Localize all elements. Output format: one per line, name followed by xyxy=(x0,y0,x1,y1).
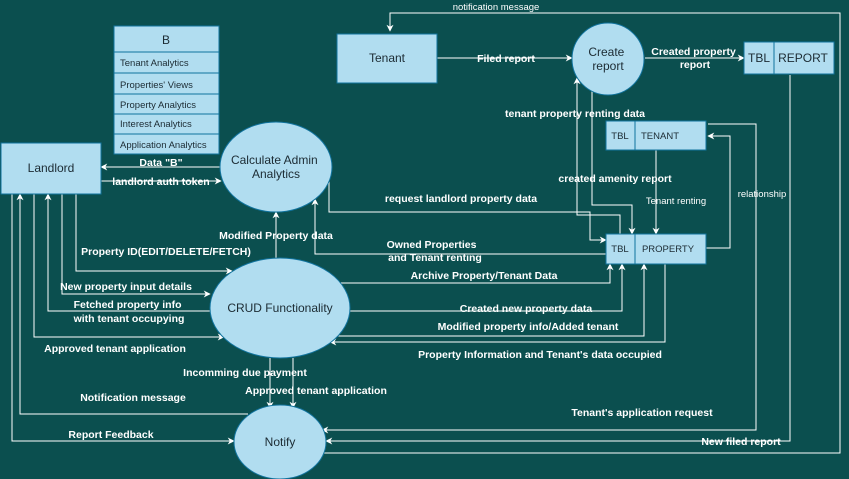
label-filed-report: Filed report xyxy=(477,53,535,65)
tbl-property-prefix: TBL xyxy=(611,244,628,255)
calculate-line-2: Analytics xyxy=(252,167,300,181)
calculate-analytics-label: Calculate Admin Analytics xyxy=(231,153,321,181)
tbl-tenant-name: TENANT xyxy=(641,131,679,142)
edge-property-id xyxy=(75,194,233,275)
label-approved-tenant-app: Approved tenant application xyxy=(245,385,387,397)
label-modified-property-data: Modified Property data xyxy=(219,230,333,242)
label-owned-properties: Owned Properties and Tenant renting xyxy=(387,239,482,264)
notify-label: Notify xyxy=(265,435,296,449)
tbl-report-store[interactable] xyxy=(743,41,835,75)
label-created-amenity-report: created amenity report xyxy=(558,173,672,185)
tbl-tenant-store[interactable] xyxy=(605,120,707,151)
crud-label: CRUD Functionality xyxy=(227,301,332,315)
edge-notification-top xyxy=(324,12,841,454)
label-notification-top: notification message xyxy=(453,2,540,13)
label-fetched-property-1: Fetched property info xyxy=(74,299,182,311)
label-owned-properties-1: Owned Properties xyxy=(387,239,477,251)
analytics-item-4-box xyxy=(113,133,220,155)
label-owned-properties-2: and Tenant renting xyxy=(388,252,482,264)
analytics-list-header-box xyxy=(113,25,220,53)
label-approved-tenant-app-left: Approved tenant application xyxy=(44,343,186,355)
tbl-report-prefix: TBL xyxy=(748,51,770,65)
label-created-new-property: Created new property data xyxy=(460,303,593,315)
tbl-property-store[interactable] xyxy=(605,233,707,265)
landlord-label: Landlord xyxy=(28,161,75,175)
label-incoming-due: Incomming due payment xyxy=(183,367,307,379)
edge-notification-message xyxy=(16,193,248,415)
analytics-item-1: Properties' Views xyxy=(120,80,193,91)
label-created-property-report-1: Created property xyxy=(651,46,736,58)
edge-property-information xyxy=(329,264,666,346)
label-new-filed-report: New filed report xyxy=(701,436,781,448)
label-tenant-application-request: Tenant's application request xyxy=(571,407,713,419)
edge-archive xyxy=(338,263,614,284)
calculate-line-1: Calculate Admin xyxy=(231,153,318,167)
label-created-property-report: Created property report xyxy=(651,46,739,71)
label-data-b: Data "B" xyxy=(139,157,182,169)
tenant-label: Tenant xyxy=(369,51,406,65)
analytics-item-3: Interest Analytics xyxy=(120,119,192,130)
label-relationship: relationship xyxy=(738,189,787,200)
label-tenant-property-renting-data: tenant property renting data xyxy=(505,108,645,120)
create-report-line-2: report xyxy=(592,59,624,73)
landlord-entity[interactable] xyxy=(0,142,102,195)
edge-new-property-input xyxy=(61,194,211,298)
tbl-property-name: PROPERTY xyxy=(642,244,695,255)
tenant-entity[interactable] xyxy=(336,33,438,84)
analytics-item-2: Property Analytics xyxy=(120,100,196,111)
edge-fetched-property xyxy=(44,193,210,312)
create-report-label: Create report xyxy=(588,45,627,73)
edge-report-feedback xyxy=(11,194,235,445)
label-archive: Archive Property/Tenant Data xyxy=(411,270,558,282)
label-fetched-property: Fetched property info with tenant occupy… xyxy=(73,299,185,325)
edge-approved-tenant-app-left xyxy=(33,194,225,341)
nodes: Tenant Landlord Create report Calculate … xyxy=(0,22,835,479)
edge-request-landlord-property-data xyxy=(328,175,607,244)
calculate-analytics-process[interactable] xyxy=(219,121,333,213)
label-property-id: Property ID(EDIT/DELETE/FETCH) xyxy=(81,246,251,258)
edge-owned-properties xyxy=(311,198,606,255)
edge-created-amenity-report xyxy=(591,90,636,235)
label-notification-message: Notification message xyxy=(80,392,186,404)
edge-relationship xyxy=(706,132,731,249)
label-tenant-renting: Tenant renting xyxy=(646,196,706,207)
label-report-feedback: Report Feedback xyxy=(68,429,153,441)
label-property-information: Property Information and Tenant's data o… xyxy=(418,349,662,361)
label-modified-property-info: Modified property info/Added tenant xyxy=(438,321,619,333)
analytics-list-header: B xyxy=(162,33,170,47)
label-new-property-input: New property input details xyxy=(60,281,192,293)
label-created-property-report-2: report xyxy=(680,59,711,71)
analytics-item-4: Application Analytics xyxy=(120,140,207,151)
crud-process[interactable] xyxy=(209,257,351,359)
analytics-list: B Tenant Analytics Properties' Views Pro… xyxy=(113,25,220,155)
label-request-landlord-property-data: request landlord property data xyxy=(385,193,537,205)
tbl-tenant-prefix: TBL xyxy=(611,131,628,142)
analytics-item-0: Tenant Analytics xyxy=(120,58,189,69)
create-report-process[interactable] xyxy=(571,22,645,96)
edge-tenant-application-request xyxy=(321,123,757,434)
label-landlord-auth-token: landlord auth token xyxy=(112,176,209,188)
label-fetched-property-2: with tenant occupying xyxy=(73,313,185,325)
notify-process[interactable] xyxy=(233,404,327,479)
edge-modified-property-info xyxy=(338,263,648,337)
edge-created-new-property xyxy=(348,263,626,312)
tbl-report-name: REPORT xyxy=(778,51,828,65)
edges xyxy=(11,12,841,454)
create-report-line-1: Create xyxy=(588,45,624,59)
edge-tenant-property-renting-data xyxy=(573,77,621,234)
edge-labels: notification message Filed report Create… xyxy=(44,2,786,448)
edge-new-filed-report xyxy=(325,75,791,445)
